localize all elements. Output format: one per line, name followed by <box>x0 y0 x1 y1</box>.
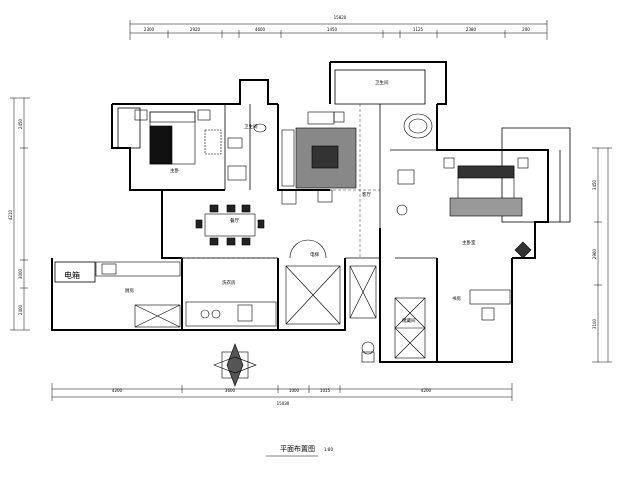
entrance-figure <box>361 341 375 363</box>
top-dim-6: 2380 <box>466 27 477 32</box>
label-living: 客厅 <box>362 191 371 198</box>
living-room-furniture <box>281 111 357 205</box>
top-dimension-chain <box>129 20 548 40</box>
label-bedroom-left: 主卧 <box>170 167 179 174</box>
top-dim-7: 200 <box>522 27 530 32</box>
bed-left <box>134 109 222 165</box>
top-dim-3: 4600 <box>255 27 266 32</box>
label-laundry: 洗衣房 <box>222 279 236 286</box>
right-dimension-chain <box>592 147 612 363</box>
right-dim-3: 3100 <box>592 318 597 329</box>
label-dining: 餐厅 <box>230 217 239 224</box>
label-bedroom-right: 主卧室 <box>462 239 476 246</box>
label-bath-right: 卫生间 <box>375 79 389 86</box>
label-storage: 储藏间 <box>402 317 416 324</box>
left-dim-3: 3000 <box>18 268 23 279</box>
left-dim-1: 2450 <box>18 118 23 129</box>
dining-table <box>195 204 265 246</box>
bed-right <box>443 157 532 259</box>
top-dim-5: 1125 <box>413 27 424 32</box>
bottom-dim-5: 4200 <box>421 388 432 393</box>
top-dim-2: 2920 <box>190 27 201 32</box>
bath-left-fixtures <box>227 123 267 181</box>
label-kitchen: 厨房 <box>125 287 134 294</box>
kitchen-counters <box>95 261 277 328</box>
bottom-dimension-chain <box>51 383 513 401</box>
bottom-dim-3: 1000 <box>289 388 300 393</box>
bottom-dim-4: 1015 <box>320 388 331 393</box>
drawing-title: 平面布置图 <box>280 444 315 453</box>
label-utility: 电箱 <box>64 270 80 280</box>
top-dim-1: 2300 <box>144 27 155 32</box>
drawing-scale: 1:80 <box>324 447 333 452</box>
compass-icon <box>213 343 257 387</box>
top-total-dimension: 15820 <box>334 15 347 20</box>
label-bath-left: 卫生间 <box>244 123 258 130</box>
right-dim-1: 3450 <box>592 179 597 190</box>
bottom-total-dimension: 15030 <box>277 401 290 406</box>
bottom-dim-2: 3600 <box>225 388 236 393</box>
left-dim-2: 4210 <box>8 209 13 220</box>
bottom-dim-1: 4200 <box>112 388 123 393</box>
bath-right-fixtures <box>396 113 433 216</box>
study-furniture <box>394 289 511 359</box>
label-lift: 电梯 <box>310 251 319 258</box>
left-dim-4: 2400 <box>18 304 23 315</box>
right-dim-2: 2960 <box>592 248 597 259</box>
left-dimension-chain <box>10 97 30 331</box>
top-dim-4: 1450 <box>327 27 338 32</box>
lift-shaft <box>285 239 377 325</box>
label-study: 书房 <box>452 295 461 302</box>
